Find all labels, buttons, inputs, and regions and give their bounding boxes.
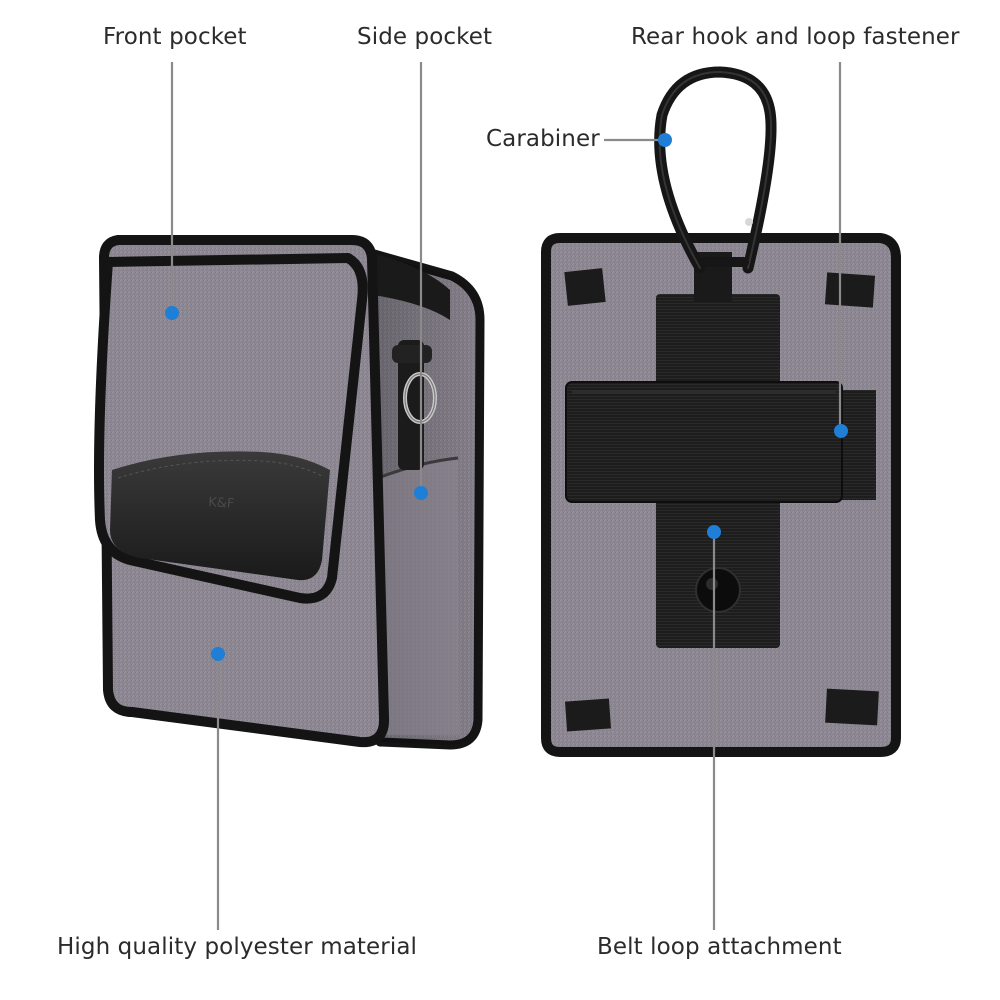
- label-rear-fastener: Rear hook and loop fastener: [631, 24, 960, 50]
- dot-carabiner: [658, 133, 672, 147]
- label-material: High quality polyester material: [57, 934, 418, 960]
- label-front-pocket: Front pocket: [103, 24, 247, 50]
- label-belt-loop: Belt loop attachment: [597, 934, 842, 960]
- dot-material: [211, 647, 225, 661]
- carabiner-clip: [654, 66, 777, 274]
- leader-lines: [170, 62, 842, 930]
- label-carabiner: Carabiner: [486, 126, 600, 152]
- dot-side-pocket: [414, 486, 428, 500]
- label-side-pocket: Side pocket: [357, 24, 493, 50]
- dot-belt-loop: [707, 525, 721, 539]
- dot-front-pocket: [165, 306, 179, 320]
- callout-dots: [165, 133, 848, 661]
- dot-rear-fastener: [834, 424, 848, 438]
- right-pouch: [541, 66, 901, 757]
- left-pouch: K&F: [94, 235, 485, 750]
- brand-mark: K&F: [208, 495, 235, 512]
